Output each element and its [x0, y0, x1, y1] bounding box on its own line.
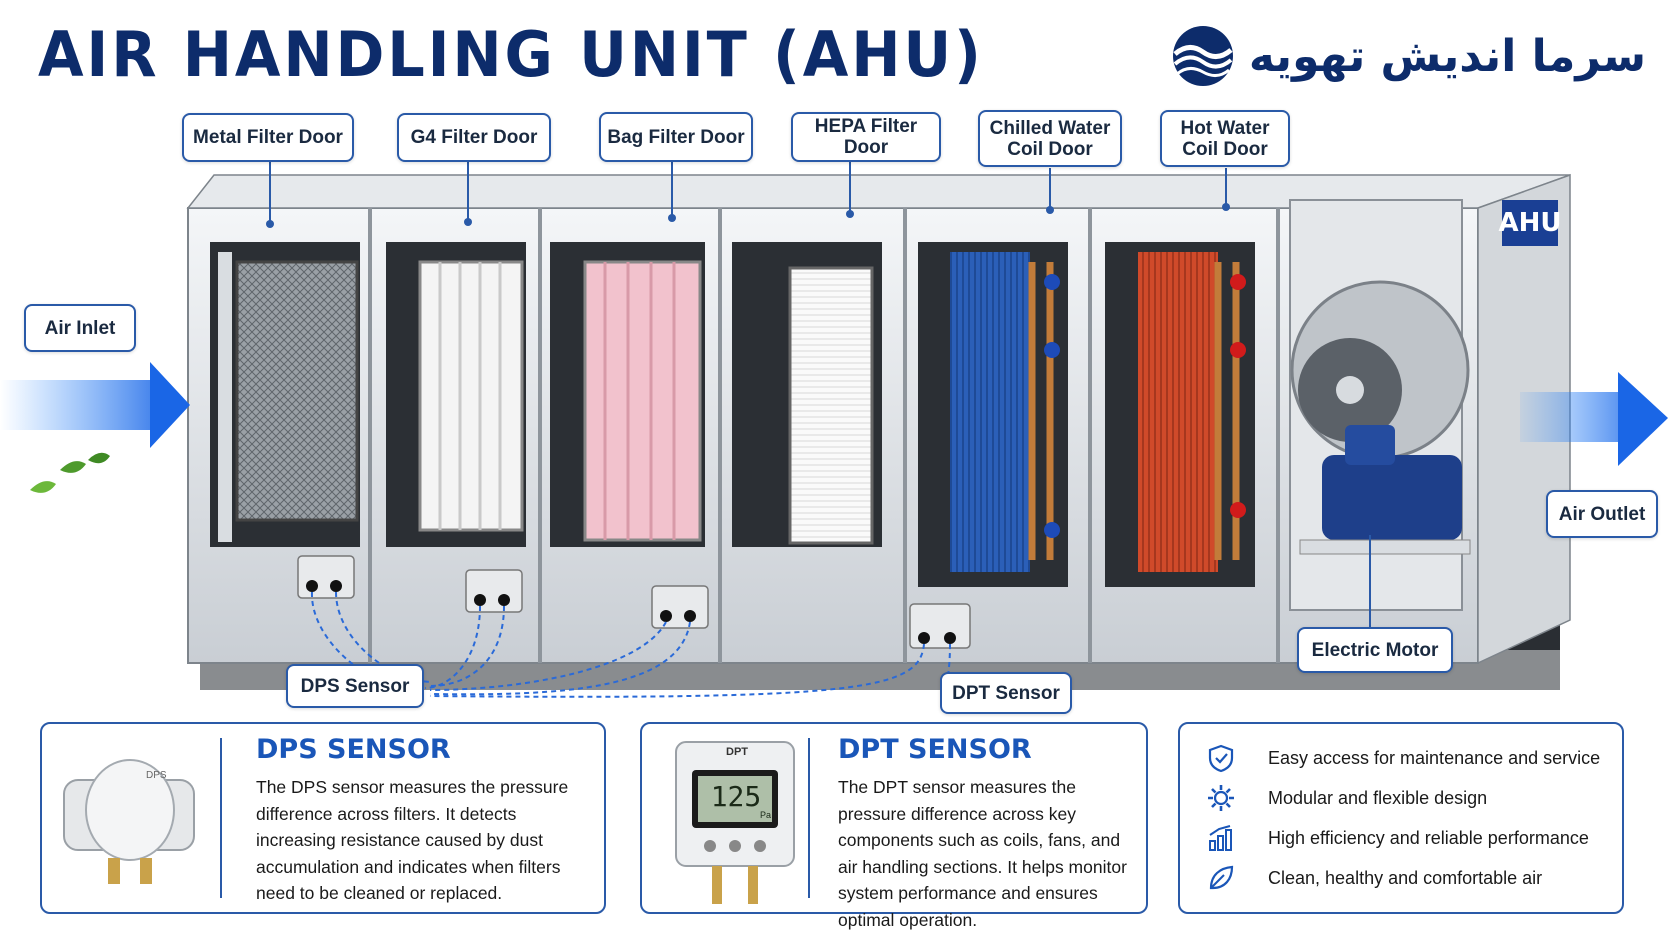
callout-bag-filter-door: Bag Filter Door — [599, 112, 753, 162]
chilled-coil-section — [918, 242, 1068, 587]
feature-text: Easy access for maintenance and service — [1268, 747, 1601, 768]
fan-motor-section — [1289, 199, 1471, 611]
callout-metal-filter-door: Metal Filter Door — [182, 113, 354, 162]
dps-heading: DPS SENSOR — [256, 734, 451, 765]
panel-divider — [808, 738, 810, 898]
metal-filter-section — [210, 242, 360, 547]
feature-item: High efficiency and reliable performance — [1204, 818, 1600, 858]
callout-electric-motor: Electric Motor — [1297, 627, 1453, 673]
air-inlet-arrow — [0, 362, 190, 493]
hot-coil-section — [1105, 242, 1255, 587]
bar-chart-icon — [1204, 821, 1238, 855]
g4-filter-section — [386, 242, 526, 547]
waves-logo-icon — [1172, 26, 1233, 86]
callout-g4-filter-door: G4 Filter Door — [397, 113, 551, 162]
bag-filter-section — [550, 242, 705, 547]
dps-description: The DPS sensor measures the pressure dif… — [256, 777, 569, 904]
dps-device-icon — [63, 759, 195, 884]
callout-dpt-sensor: DPT Sensor — [940, 672, 1072, 714]
feature-text: Clean, healthy and comfortable air — [1268, 867, 1543, 888]
callout-chilled-water-coil-door: Chilled Water Coil Door — [978, 110, 1122, 167]
callout-dps-sensor: DPS Sensor — [286, 664, 424, 708]
dpt-display-value: 125 — [710, 780, 762, 813]
ahu-badge-text: AHU — [1498, 208, 1562, 238]
features-panel: Easy access for maintenance and service … — [1178, 722, 1624, 914]
dps-sensor-panel: DPS DPS SENSOR The DPS sensor measures t… — [40, 722, 606, 914]
feature-text: High efficiency and reliable performance — [1268, 827, 1589, 848]
hepa-filter-section — [732, 242, 882, 547]
gear-icon — [1204, 781, 1238, 815]
callout-air-outlet: Air Outlet — [1546, 490, 1658, 538]
shield-check-icon — [1204, 741, 1238, 775]
leaf-icon — [1204, 861, 1238, 895]
callout-hot-water-coil-door: Hot Water Coil Door — [1160, 110, 1290, 167]
dpt-device-label: DPT — [726, 746, 748, 758]
callout-leaders — [269, 162, 1371, 630]
dps-device-label: DPS — [146, 770, 167, 781]
callout-hepa-filter-door: HEPA Filter Door — [791, 112, 941, 162]
air-outlet-arrow — [1520, 372, 1668, 466]
brand-name: سرما اندیش تهویه — [1248, 30, 1646, 82]
dpt-device-icon — [675, 741, 795, 904]
dpt-display-unit: Pa — [760, 810, 772, 820]
panel-divider — [220, 738, 222, 898]
feature-item: Easy access for maintenance and service — [1204, 738, 1600, 778]
dpt-heading: DPT SENSOR — [838, 734, 1032, 765]
callout-air-inlet: Air Inlet — [24, 304, 136, 352]
dpt-sensor-panel: DPT 125 Pa DPT SENSOR The DPT sensor mea… — [640, 722, 1148, 930]
page-title: AIR HANDLING UNIT (AHU) — [38, 18, 984, 91]
feature-item: Modular and flexible design — [1204, 778, 1600, 818]
feature-text: Modular and flexible design — [1268, 787, 1488, 808]
feature-item: Clean, healthy and comfortable air — [1204, 858, 1600, 898]
dpt-description: The DPT sensor measures the pressure dif… — [838, 777, 1127, 930]
brand: سرما اندیش تهویه — [1171, 18, 1646, 94]
ahu-badge — [1502, 200, 1558, 246]
